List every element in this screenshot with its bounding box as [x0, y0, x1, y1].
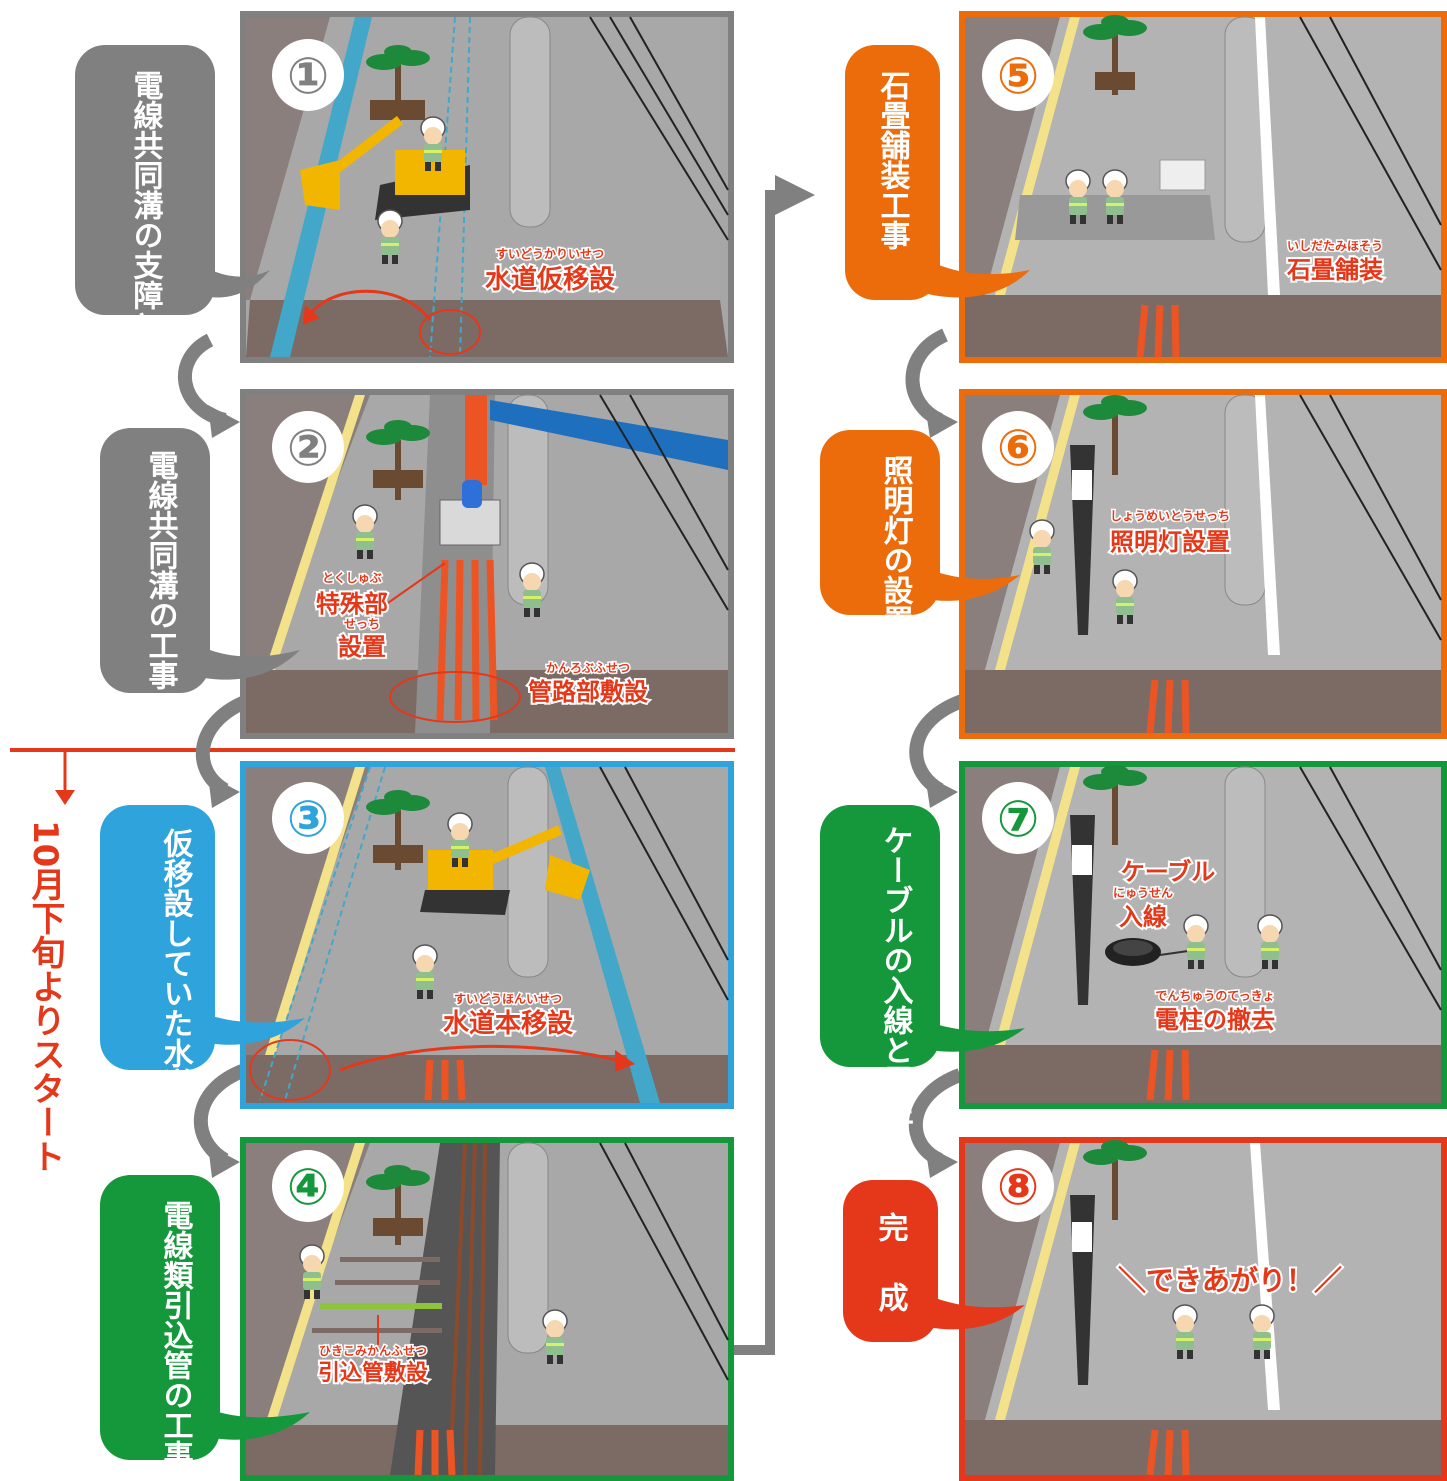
step-1-label-0: 水道仮移設: [485, 264, 616, 295]
connector-3-4: [193, 1063, 248, 1167]
step-8-label-0: ＼できあがり！／: [1118, 1264, 1342, 1297]
step-4-label-0: 引込管敷設: [318, 1360, 429, 1386]
step-1-label-0-ruby: すいどうかりいせつ: [496, 247, 604, 261]
connector-4-5-head: [775, 175, 815, 215]
step-3-label-0-ruby: すいどうほんいせつ: [454, 992, 562, 1006]
step-6-number: ⑥: [997, 419, 1039, 477]
step-4-label-0-ruby: ひきこみかんふせつ: [319, 1344, 427, 1358]
step-7-label-2-ruby: でんちゅうのてっきょ: [1155, 989, 1274, 1003]
step-1-number: ①: [287, 47, 329, 105]
connector-3-4-head: [208, 1145, 240, 1178]
step-3-number-badge: [272, 782, 344, 854]
step-8-caption: 完成: [873, 1211, 909, 1352]
milestone-label: 10月下旬よりスタート: [25, 820, 65, 1173]
step-5: ⑤ いしだたみほそう 石畳舗装 石畳舗装工事: [845, 11, 1447, 363]
connector-1-2-head: [208, 405, 240, 438]
step-5-label-0: 石畳舗装: [1286, 256, 1383, 284]
step-7-caption: ケーブルの入線と電柱の撤去: [878, 825, 914, 1215]
connector-6-7-head: [925, 775, 958, 808]
step-3-caption-box: [100, 805, 215, 1070]
step-4-number: ④: [287, 1158, 329, 1216]
connector-6-7: [909, 693, 968, 797]
milestone-arrow-head: [55, 790, 75, 805]
connector-7-8-head: [925, 1145, 958, 1178]
step-4-scene: [246, 1142, 729, 1476]
step-1-caption-box: [75, 45, 215, 315]
step-2-number: ②: [287, 419, 329, 477]
step-3-number: ③: [287, 790, 329, 848]
step-4-caption-box: [100, 1175, 220, 1460]
step-3-scene: [246, 766, 729, 1103]
step-8-number-badge: [982, 1150, 1054, 1222]
step-6: ⑥ しょうめいとうせっち 照明灯設置 照明灯の設置工事: [820, 389, 1447, 739]
step-2-label-2-ruby: かんろぶふせつ: [546, 661, 630, 675]
step-7-label-2: 電柱の撤去: [1155, 1006, 1275, 1034]
step-5-caption-box: [845, 45, 940, 300]
step-2-caption: 電線共同溝の工事: [143, 450, 179, 690]
step-7-label-1: 入線: [1119, 903, 1167, 931]
step-2-label-0-ruby: とくしゅぶ: [322, 571, 382, 585]
step-5-label-0-ruby: いしだたみほそう: [1287, 239, 1383, 253]
step-7-number-badge: [982, 782, 1054, 854]
step-8-caption-box: [843, 1180, 938, 1342]
step-8-number: ⑧: [997, 1158, 1039, 1216]
step-2-label-1: 設置: [338, 633, 386, 661]
step-6-label-0: 照明灯設置: [1110, 528, 1230, 556]
step-6-caption-box: [820, 430, 940, 615]
step-7: ⑦ ケーブル にゅうせん 入線 でんちゅうのてっきょ 電柱の撤去 ケーブルの入線…: [820, 761, 1447, 1215]
step-2-label-0: 特殊部: [316, 590, 388, 618]
step-6-label-0-ruby: しょうめいとうせっち: [1110, 509, 1230, 523]
step-5-scene: [965, 15, 1442, 358]
step-7-label-0: ケーブル: [1121, 858, 1216, 886]
step-5-caption: 石畳舗装工事: [875, 70, 912, 250]
connector-5-6-head: [925, 405, 958, 438]
step-1: ① すいどうかりいせつ 水道仮移設 電線共同溝の支障となる水道の仮移設: [75, 11, 734, 580]
step-1-number-badge: [272, 39, 344, 111]
step-2-label-1-ruby: せっち: [344, 617, 380, 631]
step-7-caption-box: [820, 805, 940, 1067]
connector-1-2: [177, 333, 227, 427]
connector-2-3-head: [208, 775, 240, 808]
connector-7-8: [908, 1068, 963, 1167]
step-7-scene: [965, 765, 1442, 1103]
step-2-label-2: 管路部敷設: [528, 678, 649, 706]
step-7-label-1-ruby: にゅうせん: [1113, 886, 1173, 900]
step-6-caption: 照明灯の設置工事: [878, 455, 914, 695]
step-6-number-badge: [982, 411, 1054, 483]
connector-4-5: [730, 190, 790, 1355]
step-3: ③ すいどうほんいせつ 水道本移設 仮移設していた水道管の本移設: [100, 761, 734, 1248]
step-5-number: ⑤: [997, 47, 1039, 105]
step-7-number: ⑦: [997, 790, 1039, 848]
step-3-label-0: 水道本移設: [443, 1008, 574, 1039]
step-4-number-badge: [272, 1150, 344, 1222]
step-8: ⑧ ＼できあがり！／ 完成: [843, 1137, 1447, 1481]
step-4: ④ ひきこみかんふせつ 引込管敷設 電線類引込管の工事: [100, 1137, 734, 1481]
step-2-number-badge: [272, 411, 344, 483]
step-5-number-badge: [982, 39, 1054, 111]
step-4-caption: 電線類引込管の工事: [158, 1200, 194, 1470]
step-2: ② とくしゅぶ 特殊部 せっち 設置 かんろぶふせつ 管路部敷設 電線共同溝の工…: [100, 389, 734, 739]
step-2-caption-box: [100, 428, 210, 693]
step-1-scene: [246, 16, 729, 358]
step-2-scene: [246, 394, 729, 733]
